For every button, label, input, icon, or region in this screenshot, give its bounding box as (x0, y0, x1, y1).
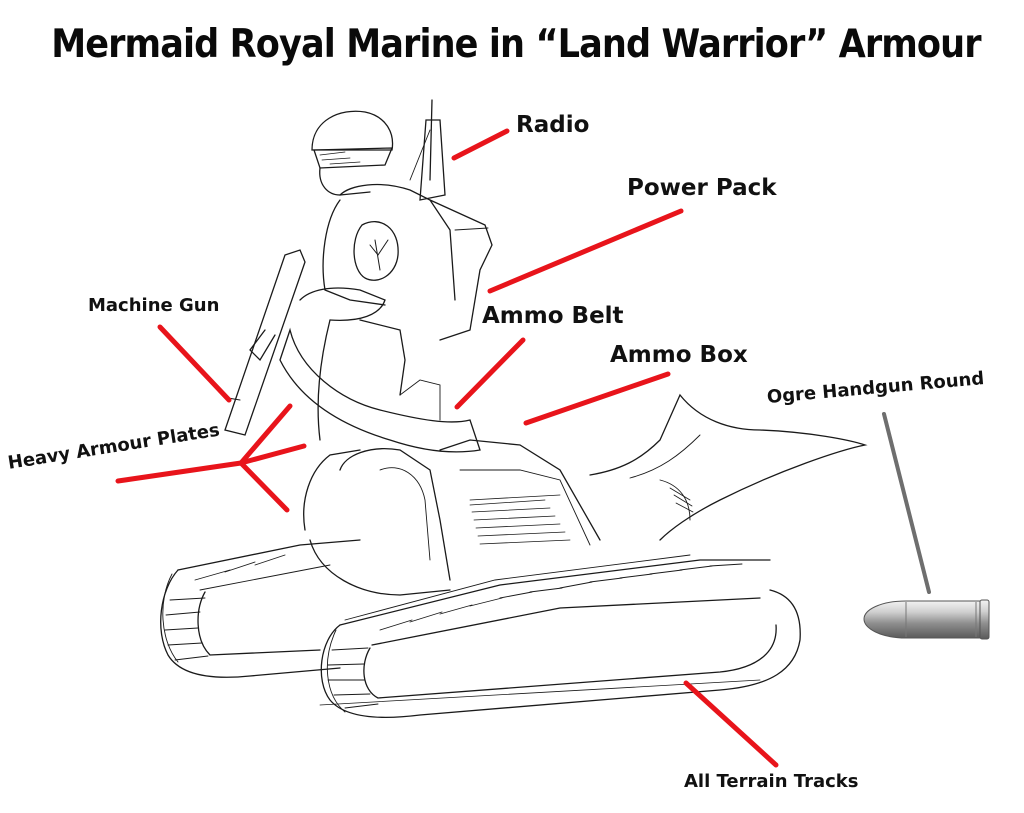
leader-armour-mid (238, 443, 307, 466)
leader-armour-up (238, 403, 293, 466)
tracks-sketch (160, 393, 868, 719)
leader-radio (451, 128, 510, 161)
leader-armour-down (238, 460, 290, 513)
label-ammo-belt: Ammo Belt (482, 303, 624, 329)
leader-armour-main (115, 460, 244, 484)
leader-ogre-round (882, 412, 931, 594)
label-machine-gun: Machine Gun (88, 295, 220, 316)
leader-ammo-belt (454, 337, 526, 410)
leader-machine-gun (157, 324, 232, 403)
label-radio: Radio (516, 112, 590, 138)
marine-upper-body-sketch (224, 99, 493, 453)
label-power-pack: Power Pack (627, 175, 777, 201)
leader-ammo-box (523, 371, 671, 426)
label-ammo-box: Ammo Box (610, 342, 748, 368)
leader-lines (115, 128, 779, 768)
label-all-terrain-tracks: All Terrain Tracks (684, 771, 859, 792)
leader-power-pack (487, 208, 684, 294)
leader-tracks (683, 680, 779, 768)
ogre-handgun-round-bullet (863, 599, 990, 640)
diagram-title: Mermaid Royal Marine in “Land Warrior” A… (51, 22, 981, 67)
